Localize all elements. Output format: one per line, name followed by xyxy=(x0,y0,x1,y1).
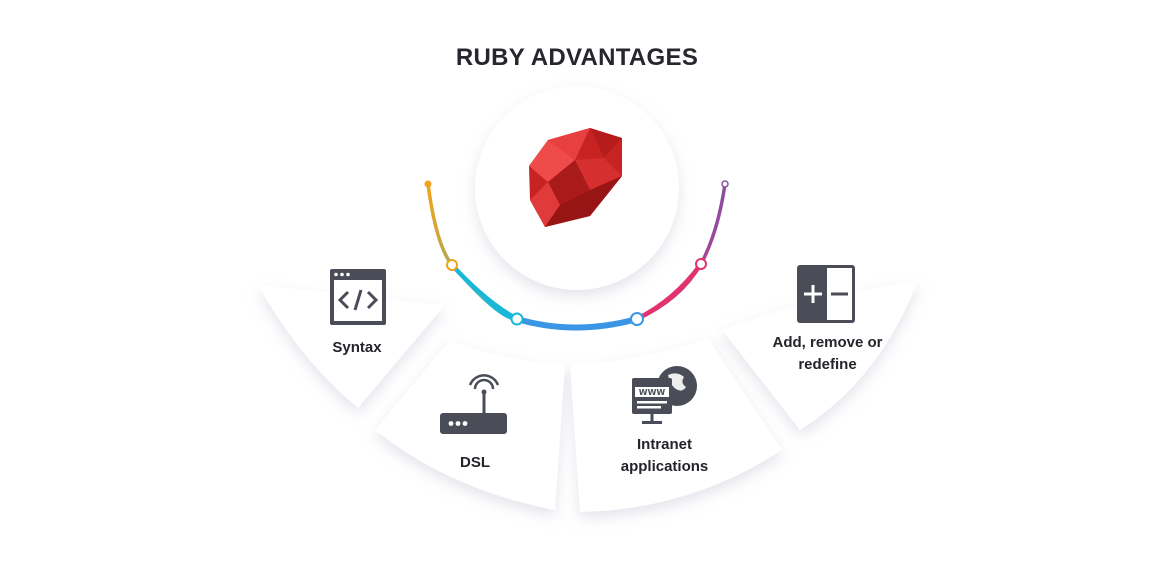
ruby-gem-icon xyxy=(529,128,622,227)
card-syntax xyxy=(258,285,445,408)
arc-dot xyxy=(695,258,707,270)
svg-text:WWW: WWW xyxy=(639,388,666,397)
label-intranet: Intranet applications xyxy=(620,436,709,475)
card-add-remove xyxy=(722,280,918,430)
router-icon xyxy=(440,374,507,434)
arc-dot xyxy=(721,180,729,188)
plus-minus-icon xyxy=(797,265,855,323)
label-dsl: DSL xyxy=(460,454,490,471)
label-syntax: Syntax xyxy=(332,339,382,356)
card-intranet xyxy=(570,338,782,512)
arc-dot xyxy=(446,259,458,271)
arc-dot xyxy=(424,180,432,188)
web-globe-icon: WWW xyxy=(632,366,697,424)
diagram-title: RUBY ADVANTAGES xyxy=(455,44,699,71)
code-window-icon xyxy=(330,269,386,325)
arc-dot xyxy=(510,312,524,326)
label-add-remove: Add, remove or redefine xyxy=(772,334,883,373)
arc-dot xyxy=(630,312,644,326)
